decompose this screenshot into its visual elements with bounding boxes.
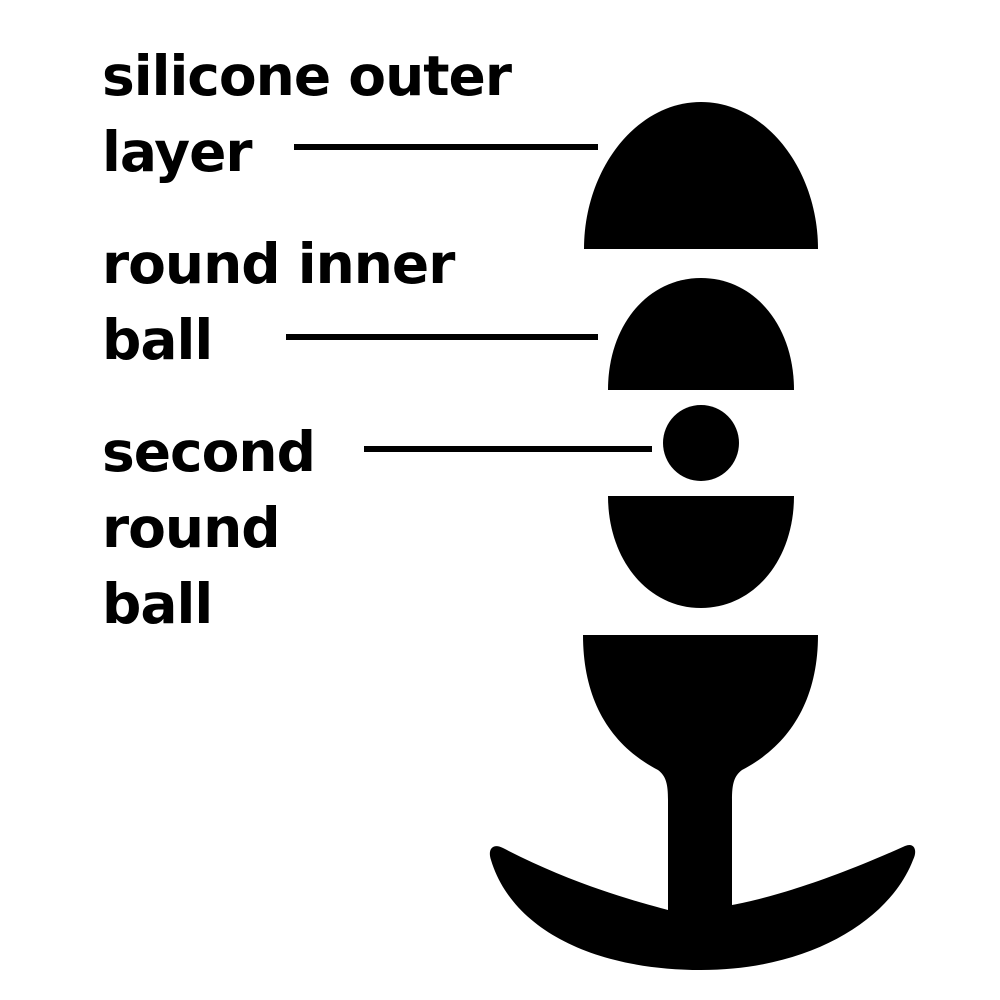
label-silicone-outer-layer-line1: silicone outer bbox=[102, 44, 512, 108]
label-second-round-ball: second round ball bbox=[102, 414, 316, 642]
label-round-inner-ball: round inner ball bbox=[102, 226, 455, 378]
inner-ball-bottom-half bbox=[608, 496, 794, 608]
outer-layer-bottom-base bbox=[489, 635, 916, 970]
label-second-round-ball-line2: round bbox=[102, 496, 281, 560]
inner-ball-top-half bbox=[608, 278, 794, 390]
outer-layer-top-dome bbox=[584, 102, 818, 249]
label-round-inner-ball-line2: ball bbox=[102, 308, 213, 372]
label-second-round-ball-line3: ball bbox=[102, 572, 213, 636]
label-silicone-outer-layer: silicone outer layer bbox=[102, 38, 512, 190]
label-round-inner-ball-line1: round inner bbox=[102, 232, 455, 296]
label-second-round-ball-line1: second bbox=[102, 420, 316, 484]
label-silicone-outer-layer-line2: layer bbox=[102, 120, 253, 184]
second-round-ball bbox=[663, 405, 739, 481]
